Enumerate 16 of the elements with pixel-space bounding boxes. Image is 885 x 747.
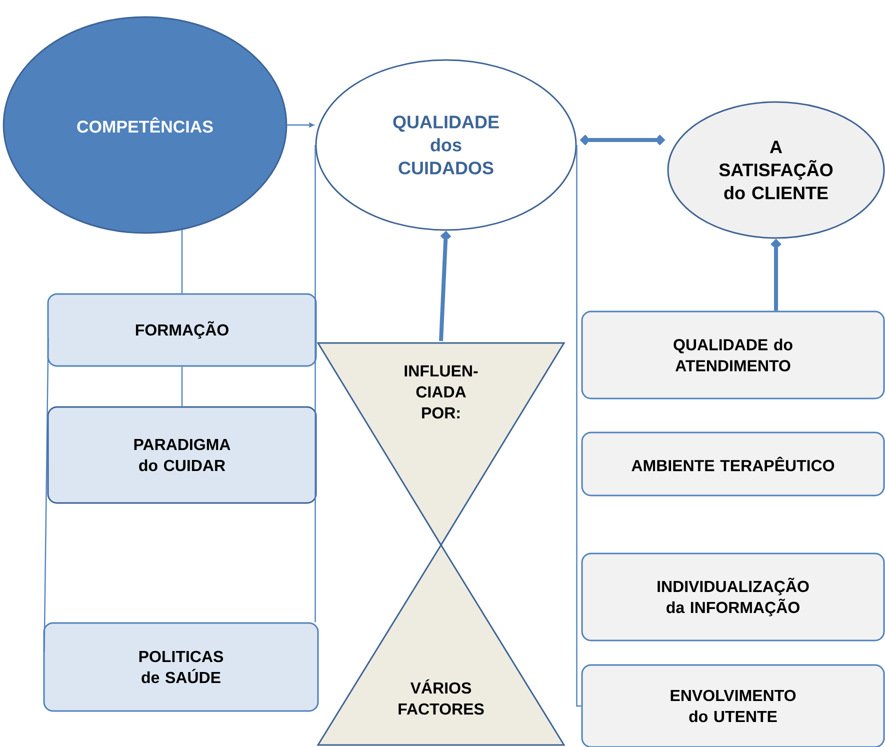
connector-line (181, 366, 183, 406)
arrow (770, 238, 782, 311)
rounded-box: FORMAÇÃO (47, 293, 317, 367)
rounded-box: QUALIDADE do ATENDIMENTO (581, 310, 885, 400)
rounded-box: INDIVIDUALIZAÇÃO da INFORMAÇÃO (581, 552, 885, 642)
arrow (580, 134, 666, 146)
rounded-box: POLITICAS de SAÚDE (43, 622, 319, 712)
rounded-box: ENVOLVIMENTO do UTENTE (581, 664, 885, 747)
rounded-box: PARADIGMA do CUIDAR (47, 406, 317, 504)
connector-line (181, 230, 183, 294)
arrow (287, 122, 314, 128)
connector-line (44, 338, 49, 652)
connector-line (576, 145, 582, 707)
arrow (439, 230, 452, 342)
connector-line (314, 145, 316, 622)
rounded-box: AMBIENTE TERAPÊUTICO (581, 432, 885, 496)
